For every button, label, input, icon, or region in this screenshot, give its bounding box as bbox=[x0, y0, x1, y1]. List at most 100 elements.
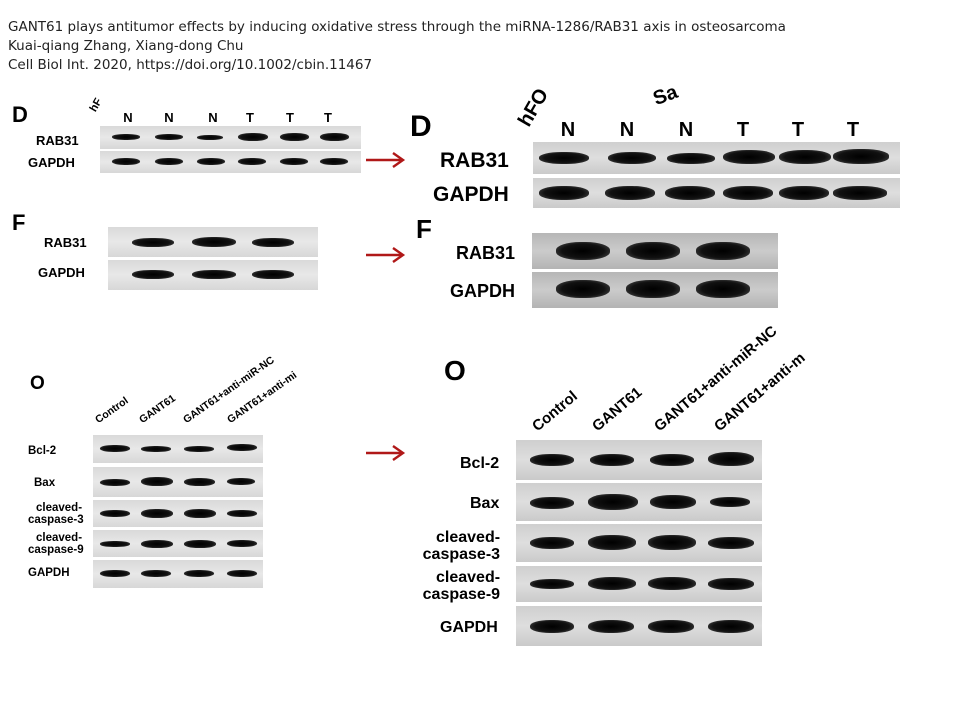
lane-label: GANT61 bbox=[137, 392, 178, 426]
blot-band bbox=[155, 158, 183, 165]
blot-strip-gapdh bbox=[108, 260, 318, 290]
red-arrow-icon bbox=[366, 445, 406, 461]
panel-label-d: D bbox=[410, 110, 432, 143]
blot-band bbox=[779, 186, 829, 200]
blot-strip-bcl2 bbox=[516, 440, 762, 480]
blot-band bbox=[708, 620, 754, 633]
blot-band bbox=[280, 133, 309, 141]
red-arrow-icon bbox=[366, 152, 406, 168]
blot-strip-cleaved-caspase-3 bbox=[93, 500, 263, 527]
row-label-cleaved-caspase-3: cleaved- caspase-3 bbox=[423, 529, 501, 564]
panel-label-d: D bbox=[12, 102, 28, 127]
blot-strip-cleaved-caspase-3 bbox=[516, 524, 762, 562]
blot-band bbox=[197, 158, 225, 165]
row-label-rab31: RAB31 bbox=[44, 235, 87, 250]
row-label-gapdh: GAPDH bbox=[38, 265, 85, 280]
blot-band bbox=[708, 537, 754, 549]
lane-label: T bbox=[286, 110, 294, 125]
blot-band bbox=[252, 238, 294, 247]
row-label-bax: Bax bbox=[34, 477, 56, 489]
blot-band bbox=[184, 540, 216, 548]
red-arrow-icon bbox=[366, 247, 406, 263]
blot-band bbox=[539, 152, 589, 164]
panel-label-f: F bbox=[12, 210, 26, 235]
blot-strip-rab31 bbox=[532, 233, 778, 269]
panel-label-f: F bbox=[416, 214, 432, 244]
row-label-gapdh: GAPDH bbox=[28, 567, 70, 579]
blot-strip-gapdh bbox=[93, 560, 263, 588]
blot-band bbox=[132, 270, 174, 279]
row-label-line: cleaved- bbox=[436, 569, 501, 586]
blot-band bbox=[708, 452, 754, 466]
blot-band bbox=[588, 535, 636, 550]
blot-band bbox=[650, 495, 696, 509]
blot-band bbox=[590, 454, 634, 466]
blot-band bbox=[530, 579, 574, 589]
row-label-gapdh: GAPDH bbox=[28, 155, 75, 170]
blot-band bbox=[833, 149, 889, 164]
row-label-rab31: RAB31 bbox=[456, 243, 516, 263]
blot-band bbox=[155, 134, 183, 140]
blot-band bbox=[100, 541, 130, 547]
blot-band bbox=[100, 510, 130, 517]
blot-band bbox=[530, 537, 574, 549]
blot-band bbox=[779, 150, 831, 164]
lane-label: T bbox=[246, 110, 254, 125]
blot-band bbox=[320, 133, 349, 141]
row-label-line: cleaved- bbox=[36, 502, 83, 514]
cut-lane-label: hFO bbox=[514, 84, 554, 131]
blot-band bbox=[192, 270, 236, 279]
lane-label: N bbox=[560, 119, 576, 141]
blot-band bbox=[588, 494, 638, 510]
lane-label: N bbox=[208, 110, 218, 125]
blot-strip-rab31 bbox=[108, 227, 318, 257]
row-label-bcl2: Bcl-2 bbox=[28, 445, 57, 457]
row-label-line: cleaved- bbox=[436, 529, 501, 546]
row-label-bcl2: Bcl-2 bbox=[460, 455, 500, 472]
blot-band bbox=[605, 186, 655, 200]
blot-band bbox=[556, 280, 610, 298]
blot-band bbox=[723, 150, 775, 164]
paper-title: GANT61 plays antitumor effects by induci… bbox=[8, 19, 786, 35]
lane-label: T bbox=[736, 119, 750, 141]
blot-band bbox=[626, 280, 680, 298]
blot-band bbox=[112, 158, 140, 165]
lane-label: N bbox=[164, 110, 174, 125]
row-label-line: caspase-3 bbox=[422, 545, 501, 563]
blot-band bbox=[184, 570, 214, 577]
row-label-gapdh: GAPDH bbox=[433, 183, 509, 206]
blot-strip-bcl2 bbox=[93, 435, 263, 463]
blot-band bbox=[710, 497, 750, 507]
lane-label: T bbox=[324, 110, 332, 125]
blot-band bbox=[665, 186, 715, 200]
blot-band bbox=[696, 242, 750, 260]
blot-band bbox=[192, 237, 236, 247]
blot-band bbox=[280, 158, 308, 165]
blot-strip-rab31 bbox=[100, 126, 361, 149]
blot-band bbox=[141, 477, 173, 486]
blot-band bbox=[667, 153, 715, 164]
blot-strip-rab31 bbox=[533, 142, 900, 174]
blot-band bbox=[100, 570, 130, 577]
row-label-rab31: RAB31 bbox=[440, 149, 509, 172]
row-label-line: cleaved- bbox=[36, 532, 83, 544]
lane-label: N bbox=[619, 119, 635, 141]
panel-label-o: O bbox=[30, 373, 45, 394]
blot-strip-gapdh bbox=[533, 178, 900, 208]
blot-band bbox=[833, 186, 887, 200]
blot-band bbox=[648, 620, 694, 633]
lane-label: Control bbox=[93, 394, 131, 426]
blot-band bbox=[696, 280, 750, 298]
blot-band bbox=[141, 540, 173, 548]
row-label-bax: Bax bbox=[470, 495, 500, 512]
blot-band bbox=[227, 510, 257, 517]
blot-band bbox=[184, 509, 216, 518]
blot-band bbox=[238, 133, 268, 141]
blot-band bbox=[112, 134, 140, 140]
blot-band bbox=[100, 445, 130, 452]
blot-band bbox=[238, 158, 266, 165]
blot-band bbox=[650, 454, 694, 466]
row-label-cleaved-caspase-9: cleaved- caspase-9 bbox=[423, 569, 501, 604]
row-label-gapdh: GAPDH bbox=[450, 281, 516, 301]
blot-strip-bax bbox=[516, 483, 762, 521]
